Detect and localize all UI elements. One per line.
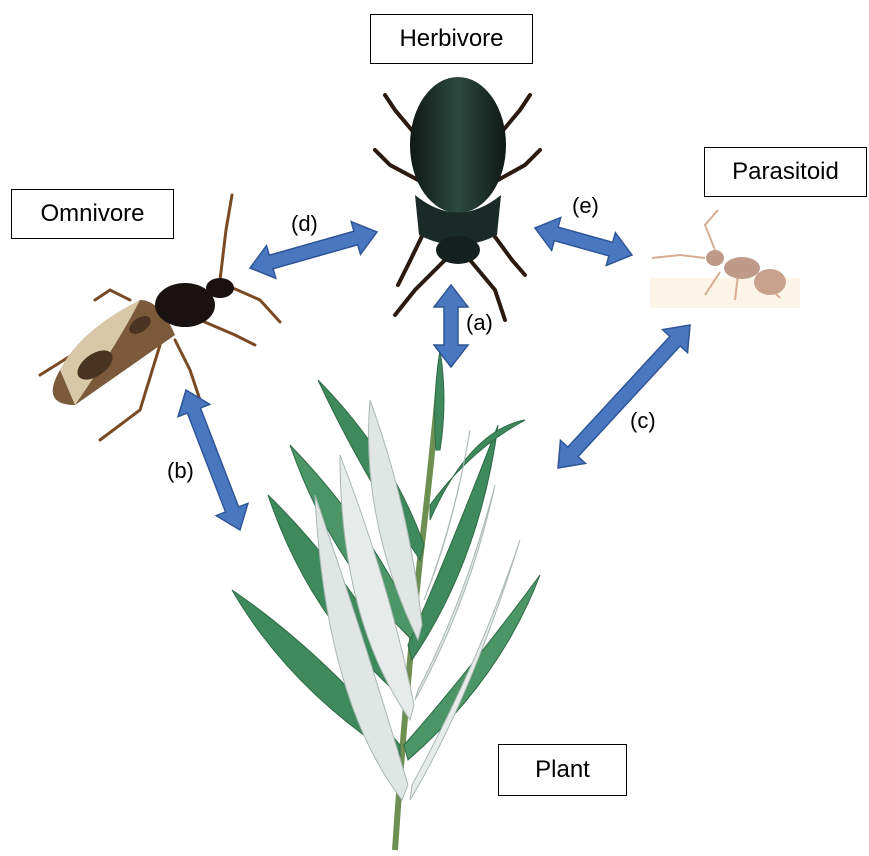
arrow-e <box>535 218 632 266</box>
parasitoid-label-box: Parasitoid <box>704 147 867 197</box>
plant-illustration <box>232 350 540 850</box>
arrow-c <box>558 325 690 468</box>
interaction-arrows <box>178 218 690 530</box>
interaction-label-d: (d) <box>291 211 318 237</box>
parasitoid-label: Parasitoid <box>732 158 839 186</box>
herbivore-label: Herbivore <box>399 25 503 53</box>
plant-label-box: Plant <box>498 744 627 796</box>
plant-label: Plant <box>535 756 590 784</box>
parasitoid-wasp-illustration <box>650 210 800 308</box>
herbivore-beetle-illustration <box>375 77 540 320</box>
omnivore-label-box: Omnivore <box>11 189 174 239</box>
interaction-label-c: (c) <box>630 408 656 434</box>
herbivore-label-box: Herbivore <box>370 14 533 64</box>
interaction-label-a: (a) <box>466 310 493 336</box>
interaction-label-b: (b) <box>167 458 194 484</box>
omnivore-label: Omnivore <box>40 200 144 228</box>
interaction-label-e: (e) <box>572 193 599 219</box>
